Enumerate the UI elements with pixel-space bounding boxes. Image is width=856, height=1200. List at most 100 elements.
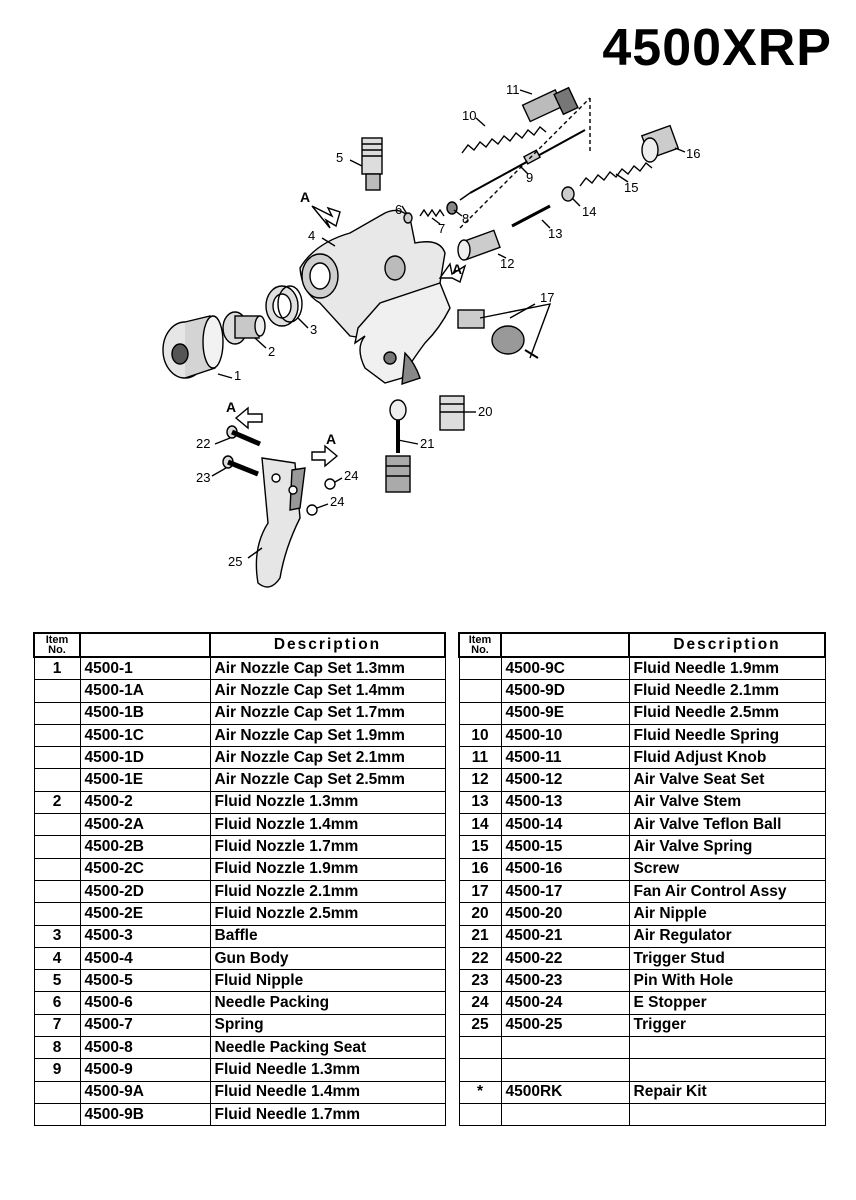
part-pin-with-hole	[222, 455, 259, 477]
item-number-cell	[458, 679, 502, 703]
part-fluid-needle-spring	[461, 125, 547, 154]
part-air-nipple	[439, 395, 465, 431]
callout-15: 15	[624, 180, 638, 195]
description-cell: Air Nozzle Cap Set 2.5mm	[209, 768, 446, 792]
description-cell: Fluid Adjust Knob	[628, 746, 826, 770]
description-cell: Fluid Nozzle 2.1mm	[209, 879, 446, 904]
description-cell: Air Valve Teflon Ball	[628, 813, 826, 837]
part-number-cell: 4500-22	[500, 946, 630, 971]
item-number-cell	[458, 1058, 502, 1082]
part-number-cell: 4500-24	[500, 991, 630, 1015]
item-number-cell: 16	[458, 857, 502, 881]
part-number-cell: 4500-10	[500, 723, 630, 748]
description-cell: Fluid Needle 2.1mm	[628, 679, 826, 703]
description-cell: Fluid Needle 2.5mm	[628, 701, 826, 725]
part-baffle	[265, 285, 303, 327]
part-number-cell: 4500-2	[79, 790, 211, 815]
part-fan-air-control	[457, 303, 552, 359]
part-number-cell: 4500-13	[500, 790, 630, 815]
item-number-cell: 1	[33, 656, 81, 681]
part-number-cell: 4500-2C	[79, 857, 211, 881]
part-number-cell: 4500-2E	[79, 902, 211, 926]
description-cell: Air Regulator	[628, 924, 826, 948]
callout-22: 22	[196, 436, 210, 451]
callout-7: 7	[438, 221, 445, 236]
callout-8: 8	[462, 211, 469, 226]
description-cell: Baffle	[209, 924, 446, 948]
callout-12: 12	[500, 256, 514, 271]
item-number-cell: 12	[458, 768, 502, 792]
description-cell: Gun Body	[209, 946, 446, 971]
callout-23: 23	[196, 470, 210, 485]
callout-1: 1	[234, 368, 241, 383]
part-number-cell: 4500-9D	[500, 679, 630, 703]
item-number-cell: 14	[458, 813, 502, 837]
part-number-cell: 4500-11	[500, 746, 630, 770]
item-number-cell: 21	[458, 924, 502, 948]
item-number-cell	[33, 902, 81, 926]
item-number-cell	[33, 857, 81, 881]
description-cell: Fluid Needle 1.7mm	[209, 1102, 446, 1127]
callout-21: 21	[420, 436, 434, 451]
part-needle-packing-seat	[446, 201, 458, 215]
part-trigger	[255, 457, 306, 588]
part-spring	[419, 208, 445, 218]
part-number-cell: 4500-14	[500, 813, 630, 837]
callout-24a: 24	[344, 468, 358, 483]
item-number-cell: 2	[33, 790, 81, 815]
model-title: 4500XRP	[602, 19, 832, 77]
item-number-cell: 3	[33, 924, 81, 948]
table-row	[458, 1058, 826, 1082]
arrow-label-a4: A	[326, 431, 336, 447]
description-cell: Air Nozzle Cap Set 1.4mm	[209, 679, 446, 703]
header-description: Description	[628, 632, 826, 658]
description-cell: Fluid Needle 1.9mm	[628, 656, 826, 681]
part-gun-body	[299, 209, 451, 386]
part-number-cell: 4500-6	[79, 991, 211, 1015]
header-part-no	[79, 632, 211, 658]
item-number-cell	[33, 813, 81, 837]
part-number-cell: 4500-16	[500, 857, 630, 881]
description-cell: Air Nipple	[628, 902, 826, 926]
callout-11: 11	[506, 82, 520, 97]
table-row	[458, 1036, 826, 1060]
item-number-cell: 8	[33, 1036, 81, 1060]
part-number-cell: 4500-21	[500, 924, 630, 948]
part-number-cell: 4500-1E	[79, 768, 211, 792]
part-number-cell: 4500-5	[79, 969, 211, 993]
part-fluid-nozzle	[222, 311, 266, 345]
description-cell: Needle Packing	[209, 991, 446, 1015]
part-e-stopper	[324, 478, 336, 490]
item-number-cell: 17	[458, 879, 502, 904]
description-cell: Fluid Needle 1.4mm	[209, 1080, 446, 1104]
description-cell	[628, 1036, 826, 1060]
part-e-stopper	[306, 504, 318, 516]
callout-17: 17	[540, 290, 554, 305]
item-number-cell	[33, 768, 81, 792]
part-number-cell: 4500-7	[79, 1013, 211, 1038]
item-number-cell	[458, 1102, 502, 1127]
callout-6: 6	[395, 202, 402, 217]
part-screw	[640, 124, 680, 163]
description-cell: Air Nozzle Cap Set 2.1mm	[209, 746, 446, 770]
item-number-cell: 11	[458, 746, 502, 770]
part-number-cell: 4500-1D	[79, 746, 211, 770]
part-number-cell: 4500-8	[79, 1036, 211, 1060]
callout-10: 10	[462, 108, 476, 123]
description-cell: Air Nozzle Cap Set 1.9mm	[209, 723, 446, 748]
